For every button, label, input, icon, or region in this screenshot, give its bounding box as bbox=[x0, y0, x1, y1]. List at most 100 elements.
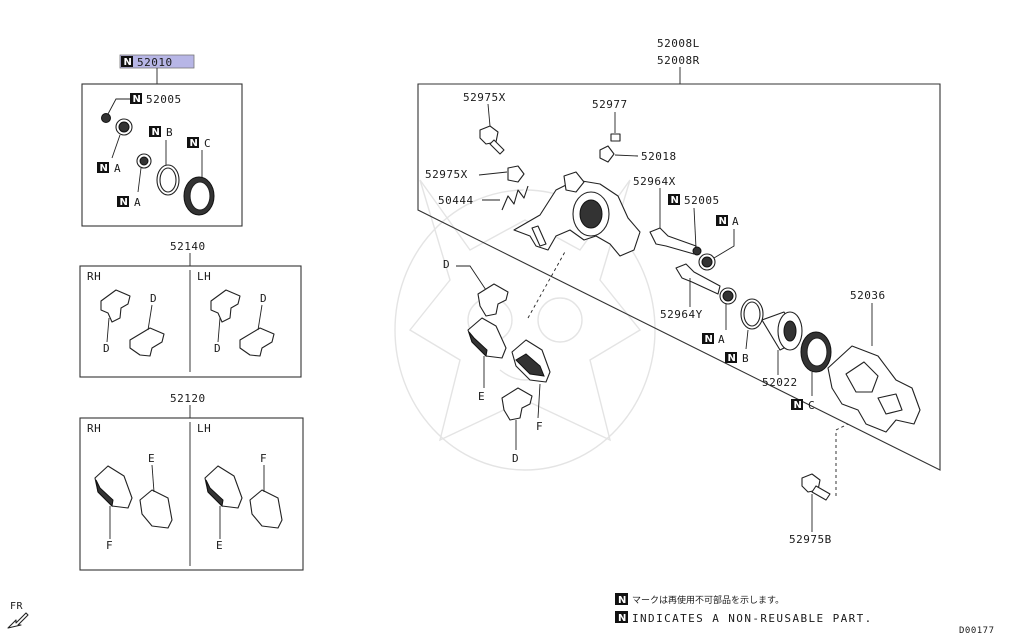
leader-line bbox=[487, 103, 491, 127]
n-letter: N bbox=[120, 197, 128, 208]
non-reusable-icon bbox=[716, 215, 728, 226]
leader-line bbox=[745, 329, 749, 350]
label-52975x-2[interactable]: 52975X bbox=[425, 168, 468, 181]
pad-clip-part-2[interactable] bbox=[129, 327, 165, 357]
leader-line bbox=[478, 171, 508, 176]
non-reusable-icon bbox=[668, 194, 680, 205]
leader-line bbox=[537, 383, 541, 419]
guide-pin-y-part[interactable] bbox=[675, 263, 721, 295]
clip-label-d-2: D bbox=[103, 342, 110, 355]
non-reusable-icon bbox=[702, 333, 714, 344]
n-letter: N bbox=[794, 400, 802, 411]
front-marker-label: FR bbox=[10, 601, 24, 612]
label-52018[interactable]: 52018 bbox=[641, 150, 677, 163]
label-52022[interactable]: 52022 bbox=[762, 376, 798, 389]
clip-label-d-3: D bbox=[260, 292, 267, 305]
leader-line bbox=[217, 317, 221, 343]
legend-note-en: INDICATES A NON-REUSABLE PART. bbox=[632, 612, 873, 625]
assembly-part-no-l[interactable]: 52008L bbox=[657, 37, 700, 50]
caliper-assembly: 52008L 52008R 52975X 52977 52018 52975X … bbox=[417, 37, 941, 546]
pad-clip-assy-part[interactable] bbox=[477, 283, 509, 317]
leader-line bbox=[106, 317, 110, 343]
pad-clip-part-3[interactable] bbox=[210, 289, 241, 323]
side-rh: RH bbox=[87, 270, 101, 283]
non-reusable-icon bbox=[149, 126, 161, 137]
kit-52140: 52140 RH LH D D D D bbox=[79, 240, 302, 378]
n-letter: N bbox=[719, 216, 727, 227]
n-letter: N bbox=[728, 353, 736, 364]
n-letter: N bbox=[190, 138, 198, 149]
side-lh: LH bbox=[197, 270, 211, 283]
label-50444[interactable]: 50444 bbox=[438, 194, 474, 207]
caliper-support-part[interactable] bbox=[827, 345, 921, 433]
label-52964x[interactable]: 52964X bbox=[633, 175, 676, 188]
kit-52120-box bbox=[79, 417, 304, 571]
label-52036[interactable]: 52036 bbox=[850, 289, 886, 302]
non-reusable-icon bbox=[130, 93, 142, 104]
clip-label-d-4: D bbox=[214, 342, 221, 355]
clip-label-d: D bbox=[150, 292, 157, 305]
leader-line bbox=[693, 207, 697, 249]
brake-pad-part-3[interactable] bbox=[204, 465, 243, 509]
non-reusable-icon bbox=[791, 399, 803, 410]
front-marker: FR bbox=[7, 601, 29, 629]
n-letter: N bbox=[152, 127, 160, 138]
diagram-code: D00177 bbox=[959, 626, 995, 636]
kit-label-b[interactable]: B bbox=[166, 126, 173, 139]
n-letter: N bbox=[100, 163, 108, 174]
leader-line bbox=[147, 304, 153, 331]
cap-52005-part[interactable] bbox=[692, 246, 702, 256]
non-reusable-icon bbox=[725, 352, 737, 363]
non-reusable-icon bbox=[615, 611, 628, 623]
bleeder-cap-part[interactable] bbox=[101, 113, 111, 123]
label-e: E bbox=[478, 390, 485, 403]
spring-part[interactable] bbox=[501, 185, 529, 211]
leader-line bbox=[137, 167, 142, 193]
n-letter: N bbox=[671, 195, 679, 206]
brake-pad-part-4[interactable] bbox=[249, 489, 283, 529]
guide-pin-part[interactable] bbox=[649, 227, 697, 255]
brake-pad-part-2[interactable] bbox=[139, 489, 173, 529]
label-52975x[interactable]: 52975X bbox=[463, 91, 506, 104]
kit-52010-part-no[interactable]: 52010 bbox=[137, 56, 173, 69]
pad-label-e-2: E bbox=[216, 539, 223, 552]
dash-line bbox=[835, 423, 849, 431]
assembly-outline bbox=[417, 83, 941, 471]
kit-label-a-2[interactable]: A bbox=[134, 196, 141, 209]
kit-label-52005[interactable]: 52005 bbox=[146, 93, 182, 106]
label-a-upper: A bbox=[732, 215, 739, 228]
guide-bolt-part-2[interactable] bbox=[507, 165, 525, 183]
n-letter: N bbox=[124, 57, 132, 68]
label-52964y[interactable]: 52964Y bbox=[660, 308, 703, 321]
label-f: F bbox=[536, 420, 543, 433]
leader-line bbox=[614, 154, 639, 157]
leader-line bbox=[111, 134, 121, 159]
label-52975b[interactable]: 52975B bbox=[789, 533, 832, 546]
non-reusable-icon bbox=[121, 56, 133, 67]
kit-52010: N 52010 N 52005 N A N A N B N C bbox=[81, 54, 243, 227]
side-lh-pads: LH bbox=[197, 422, 211, 435]
leader-line bbox=[107, 98, 130, 115]
assembly-part-no-r[interactable]: 52008R bbox=[657, 54, 700, 67]
n-letter: N bbox=[618, 613, 626, 624]
n-letter: N bbox=[705, 334, 713, 345]
kit-52140-part-no[interactable]: 52140 bbox=[170, 240, 206, 253]
front-arrow-icon bbox=[7, 612, 29, 629]
bleeder-cap-52977-part[interactable] bbox=[610, 133, 621, 142]
kit-52120: 52120 RH LH E F F E bbox=[79, 392, 304, 571]
kit-52140-box bbox=[79, 265, 302, 378]
side-rh-pads: RH bbox=[87, 422, 101, 435]
label-52977[interactable]: 52977 bbox=[592, 98, 628, 111]
bleeder-screw-part[interactable] bbox=[599, 145, 615, 163]
pad-clip-assy-part-2[interactable] bbox=[501, 387, 533, 421]
brake-pad-part[interactable] bbox=[94, 465, 133, 509]
pad-clip-part-4[interactable] bbox=[239, 327, 275, 357]
non-reusable-icon bbox=[117, 196, 129, 207]
kit-label-a-1[interactable]: A bbox=[114, 162, 121, 175]
dash-line bbox=[527, 249, 567, 319]
pad-clip-part[interactable] bbox=[100, 289, 131, 323]
label-52005[interactable]: 52005 bbox=[684, 194, 720, 207]
legend-note-ja: マークは再使用不可部品を示します。 bbox=[632, 594, 784, 606]
kit-label-c[interactable]: C bbox=[204, 137, 211, 150]
kit-52120-part-no[interactable]: 52120 bbox=[170, 392, 206, 405]
